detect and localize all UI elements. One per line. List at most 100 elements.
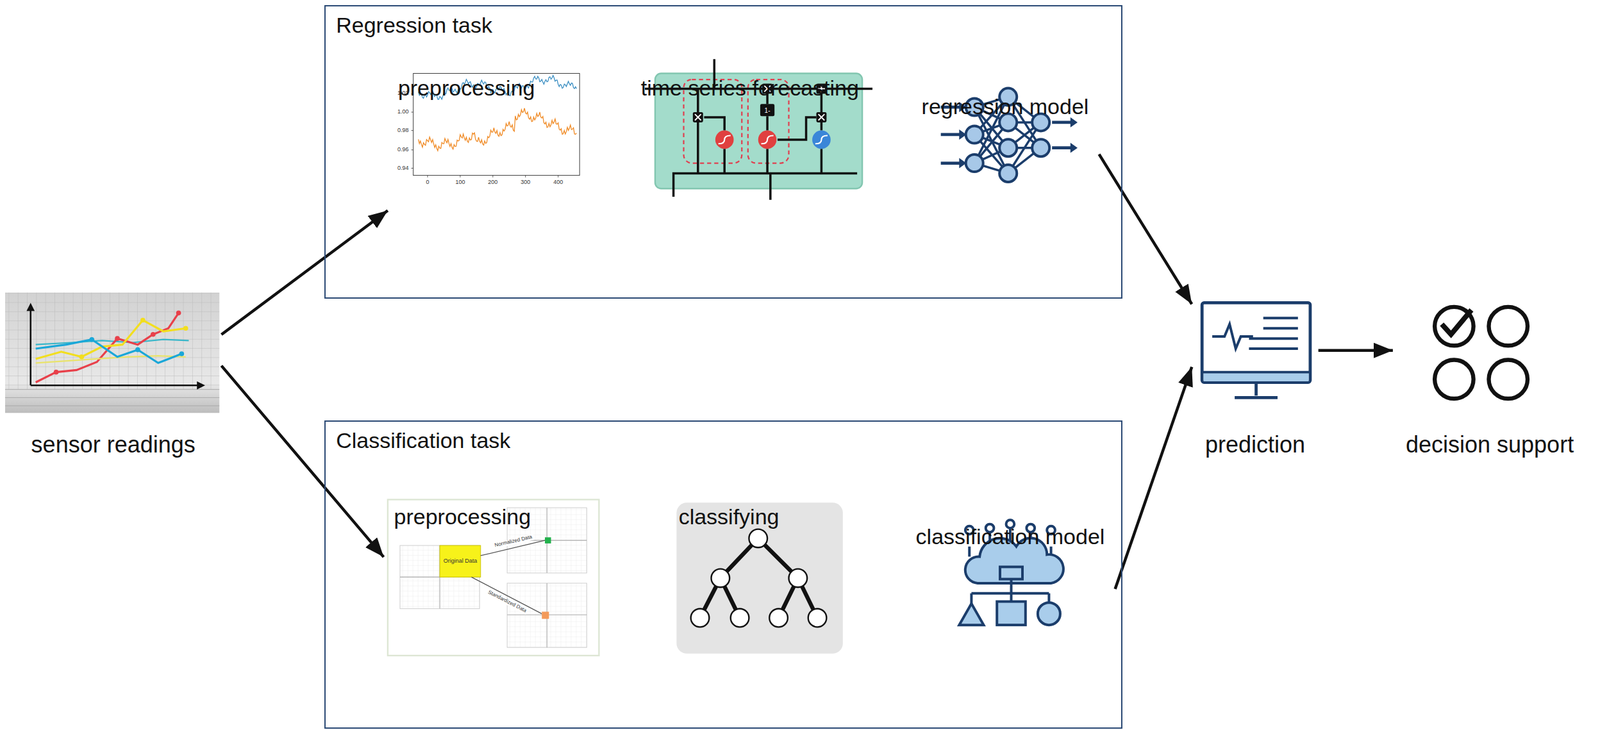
neural-network-icon-part-part (1032, 139, 1050, 157)
decision-tree-picture-part-part (788, 569, 808, 588)
lstm-cell-picture-part-part (769, 173, 772, 200)
sensor-chart-picture-part-part (150, 332, 156, 338)
decision-tree-picture-part-part (730, 608, 750, 628)
flow-arrow (1318, 348, 1393, 352)
neural-network-icon-part-part (966, 125, 984, 143)
sensor-chart-picture-part-part (53, 369, 59, 375)
neural-network-icon-part-part (999, 139, 1017, 157)
step-node: classifying (668, 496, 850, 700)
lstm-cell-picture-part-part (777, 117, 817, 140)
axis-tick: 1.02 (397, 90, 409, 97)
axis-tick: 0.98 (397, 127, 409, 134)
sensor-chart-picture-part (79, 317, 189, 360)
checklist-icon-part (1441, 310, 1472, 335)
axis-tick: 1.00 (397, 108, 409, 116)
sensor-chart-picture-part (30, 307, 200, 386)
sensor-chart-picture-part (5, 292, 220, 414)
decision-tree-picture-part-part (748, 529, 768, 549)
normalization-picture-part (387, 499, 600, 656)
cloud-model-icon-part (971, 579, 1049, 604)
sensor-chart-picture-part-part (140, 317, 146, 324)
sensor-chart-picture-part (89, 337, 184, 357)
normalization-picture-part (439, 545, 481, 577)
sensor-chart-picture-part (5, 292, 220, 390)
monitor-icon-part (1201, 302, 1311, 383)
group-heading: Regression task (335, 12, 493, 38)
sensor-chart-picture-part-part (135, 347, 141, 353)
cloud-model-icon-part (1037, 602, 1061, 625)
decision-tree-picture-part (691, 529, 827, 628)
sensor-chart-picture-part (5, 389, 220, 406)
sensor-chart-picture-part-part (179, 351, 185, 357)
axis-tick: 0.96 (397, 146, 409, 154)
timeseries-plot-picture-part-part (418, 108, 577, 152)
sensor-chart-picture-part (35, 312, 179, 383)
node-label: time series forecasting (641, 73, 859, 104)
monitor-icon-part (1212, 324, 1254, 349)
axis-tick: 0 (425, 179, 429, 186)
flow-arrow (221, 210, 388, 335)
neural-network-icon-part-part (999, 164, 1017, 183)
lstm-cell-picture-part-part (760, 103, 775, 117)
axis-tick: 300 (520, 179, 531, 186)
normalization-picture-part (541, 611, 549, 619)
monitor-icon-part (1201, 371, 1311, 374)
node-label: preprocessing (394, 502, 532, 533)
lstm-cell-picture-part (718, 135, 828, 145)
gate-label: 1- (764, 106, 771, 114)
group-heading: Classification task (335, 428, 511, 454)
monitor-icon (1201, 302, 1311, 398)
model-node: classification model (905, 516, 1116, 718)
step-node: time series forecasting (630, 67, 886, 258)
normalization-picture (387, 499, 600, 656)
decision-node: decision support (1392, 296, 1587, 462)
step-node: preprocessing (387, 67, 588, 252)
sensor-node: sensor readings (5, 287, 222, 462)
sensor-chart-picture-part-part (114, 335, 120, 342)
flow-arrow (221, 366, 384, 558)
task-group: Regression task preprocessing time series … (324, 5, 1123, 299)
data-label: Standardized Data (485, 589, 529, 615)
monitor-icon-part (1203, 372, 1309, 382)
sensor-chart-picture-part-part (183, 325, 189, 331)
cloud-model-icon-part (1000, 566, 1023, 579)
data-label: Normalized Data (492, 534, 534, 550)
axis-tick: 0.94 (397, 165, 409, 172)
checklist-icon-part (1488, 307, 1527, 346)
checklist-icon-part (1434, 360, 1474, 399)
sensor-chart-picture-part-part (89, 337, 95, 343)
decision-tree-picture-part-part (691, 608, 710, 628)
timeseries-plot-picture (392, 69, 582, 190)
decision-tree-picture-part-part (808, 608, 827, 628)
task-group: Classification task preprocessing classify… (324, 420, 1123, 729)
checklist-icon-part (1434, 307, 1474, 346)
decision-tree-picture (676, 502, 843, 654)
node-label: sensor readings (31, 429, 196, 462)
decision-tree-picture-part-part (711, 569, 731, 588)
checklist-icon-part (1488, 360, 1527, 399)
sensor-chart-picture-part-part (79, 354, 85, 360)
checklist-icon (1434, 307, 1528, 399)
flow-arrow (1115, 367, 1193, 590)
axis-tick: 100 (455, 179, 465, 186)
sensor-chart-picture-part-part (176, 310, 182, 317)
node-label: preprocessing (398, 73, 536, 104)
node-label: classification model (916, 522, 1106, 553)
decision-tree-picture-part-part (769, 608, 788, 628)
node-label: prediction (1205, 429, 1306, 462)
data-label: Original Data (443, 558, 478, 565)
decision-tree-picture-part (700, 538, 818, 618)
node-label: regression model (921, 92, 1090, 123)
node-label: classifying (678, 502, 780, 533)
timeseries-plot-picture-part (392, 69, 582, 190)
decision-tree-picture-part (676, 502, 843, 654)
sensor-chart-picture-part (26, 302, 206, 390)
monitor-icon-part (1234, 382, 1278, 399)
lstm-cell-picture-part-part (673, 173, 858, 197)
axis-tick: 200 (487, 179, 498, 186)
normalization-picture-part (544, 537, 552, 544)
normalization-picture-part (507, 583, 587, 648)
